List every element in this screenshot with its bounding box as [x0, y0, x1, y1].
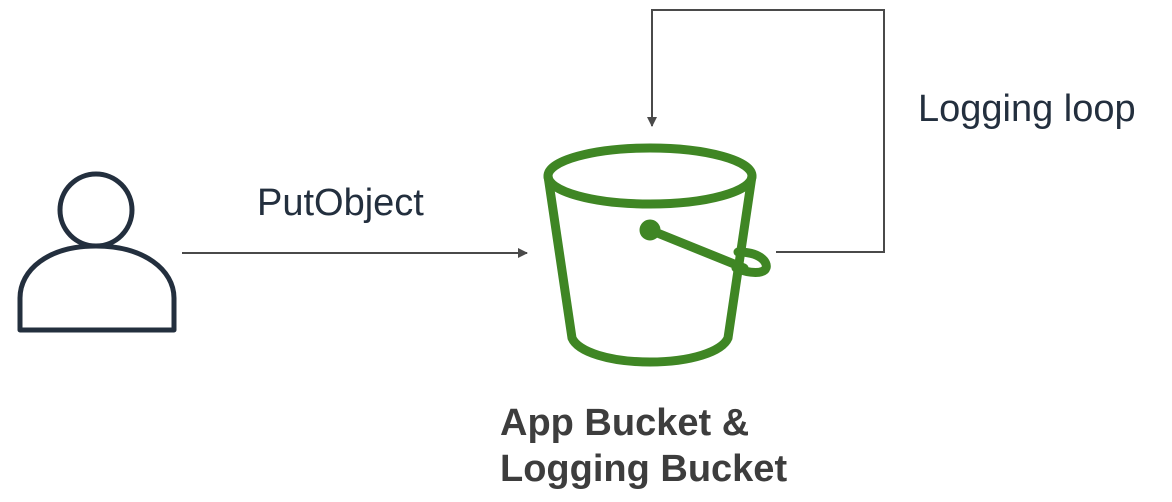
bucket-name: App Bucket & Logging Bucket	[500, 400, 787, 492]
bucket-name-line1: App Bucket &	[500, 402, 750, 444]
s3-bucket-icon	[543, 143, 771, 367]
bucket-name-line2: Logging Bucket	[500, 448, 788, 490]
logging-loop-label: Logging loop	[918, 88, 1136, 130]
user-icon	[17, 171, 177, 333]
logging-loop-arrow	[647, 9, 885, 253]
put-object-label: PutObject	[257, 182, 424, 224]
